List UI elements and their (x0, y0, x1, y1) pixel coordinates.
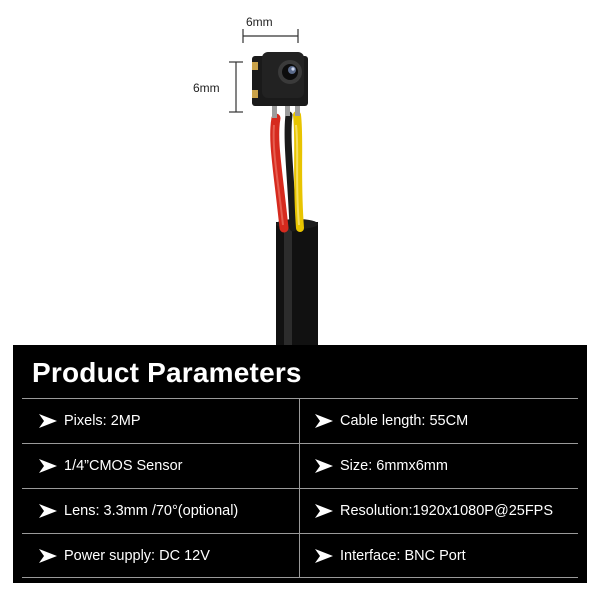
arrow-right-icon (39, 504, 57, 518)
param-text: Resolution:1920x1080P@25FPS (340, 503, 554, 519)
arrow-right-icon (39, 548, 57, 563)
param-interface: Interface: BNC Port (300, 533, 578, 578)
arrow-right-icon (315, 504, 333, 518)
arrow-right-icon (315, 414, 333, 428)
param-text: Size: 6mmx6mm (340, 458, 448, 474)
param-text: 1/4”CMOS Sensor (64, 458, 183, 474)
camera-board (252, 52, 308, 106)
height-dimension: 6mm (193, 61, 243, 113)
arrow-right-icon (315, 459, 333, 473)
param-resolution: Resolution:1920x1080P@25FPS (300, 488, 578, 533)
wires (270, 111, 304, 233)
param-text: Cable length: 55CM (340, 413, 469, 429)
panel-title: Product Parameters (32, 357, 302, 388)
param-text: Pixels: 2MP (64, 413, 141, 429)
cable (276, 219, 318, 345)
param-text: Power supply: DC 12V (64, 547, 210, 564)
height-label: 6mm (193, 81, 220, 95)
pins (272, 102, 300, 118)
param-power-supply: Power supply: DC 12V (22, 533, 300, 578)
param-text: Lens: 3.3mm /70°(optional) (64, 503, 239, 519)
param-sensor: 1/4”CMOS Sensor (22, 443, 300, 488)
param-text: Interface: BNC Port (340, 547, 466, 564)
arrow-right-icon (39, 414, 57, 428)
arrow-right-icon (315, 548, 333, 563)
param-pixels: Pixels: 2MP (22, 398, 300, 443)
arrow-right-icon (39, 459, 57, 473)
product-parameters-panel: Product Parameters Pixels: 2MP Cable len… (13, 345, 587, 583)
param-lens: Lens: 3.3mm /70°(optional) (22, 488, 300, 533)
width-label: 6mm (246, 15, 273, 29)
parameters-table: Pixels: 2MP Cable length: 55CM 1/4”CMOS … (22, 398, 578, 578)
param-cable-length: Cable length: 55CM (300, 398, 578, 443)
camera-module-image: 6mm 6mm (193, 15, 318, 345)
width-dimension: 6mm (242, 15, 299, 43)
param-size: Size: 6mmx6mm (300, 443, 578, 488)
